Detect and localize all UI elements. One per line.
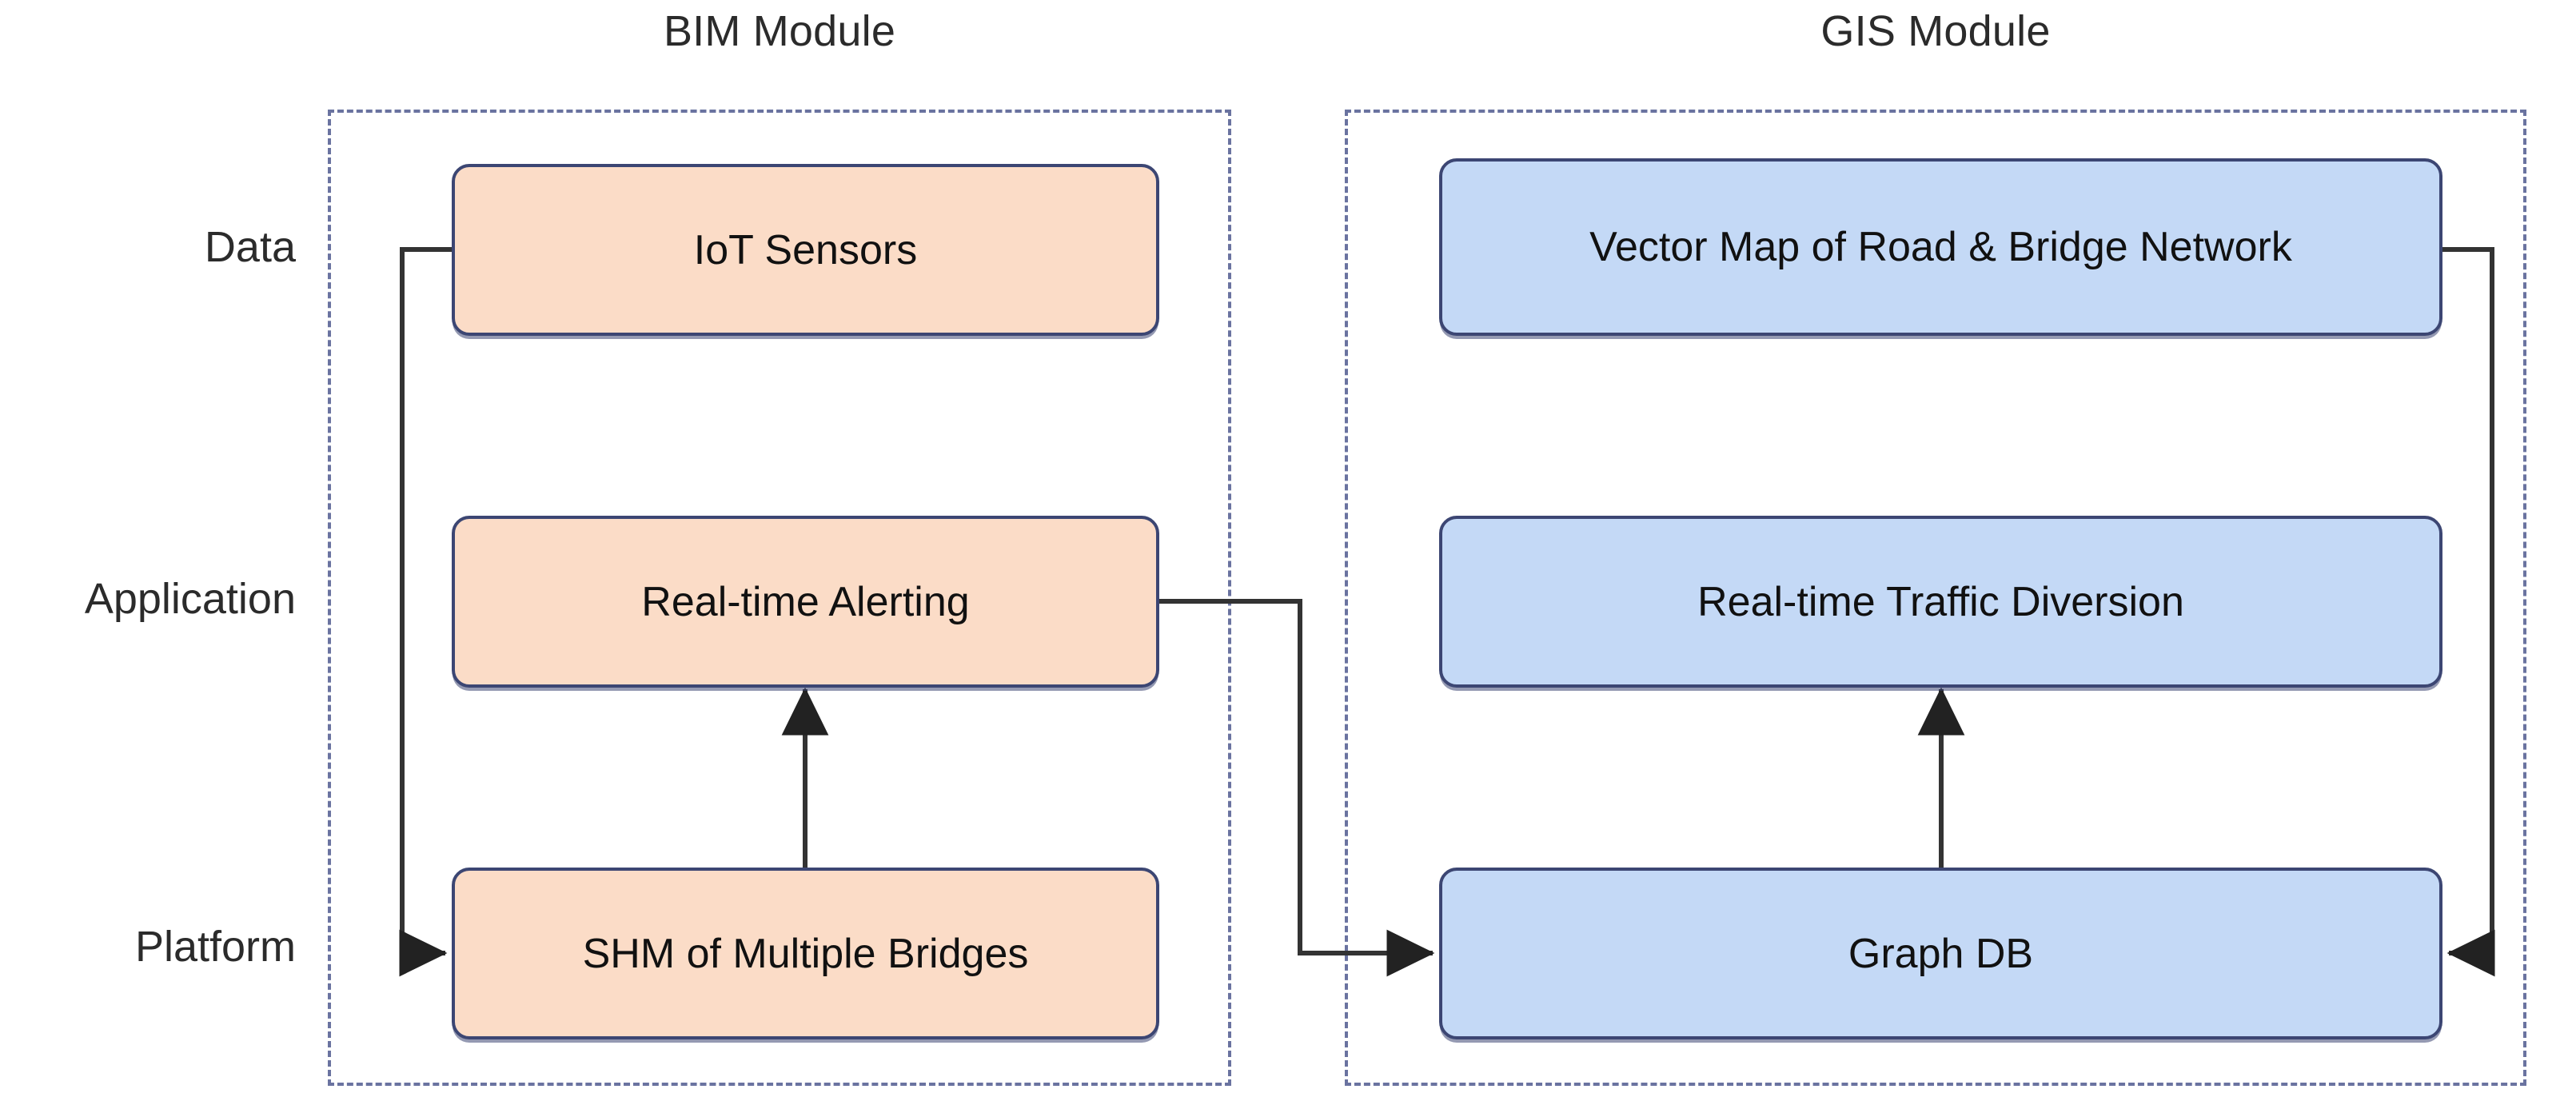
module-frame-gis <box>1345 110 2526 1086</box>
node-graph-db[interactable]: Graph DB <box>1439 868 2442 1039</box>
row-label-platform: Platform <box>134 923 296 971</box>
module-frame-bim <box>328 110 1231 1086</box>
node-vector-map-of-road-and-bridge-network[interactable]: Vector Map of Road & Bridge Network <box>1439 158 2442 336</box>
module-title-gis: GIS Module <box>1820 7 2051 55</box>
node-real-time-alerting[interactable]: Real-time Alerting <box>452 516 1159 688</box>
row-label-data: Data <box>204 223 296 271</box>
node-real-time-traffic-diversion[interactable]: Real-time Traffic Diversion <box>1439 516 2442 688</box>
node-shm-of-multiple-bridges[interactable]: SHM of Multiple Bridges <box>452 868 1159 1039</box>
module-title-bim: BIM Module <box>663 7 896 55</box>
row-label-application: Application <box>84 575 296 623</box>
node-iot-sensors[interactable]: IoT Sensors <box>452 164 1159 336</box>
